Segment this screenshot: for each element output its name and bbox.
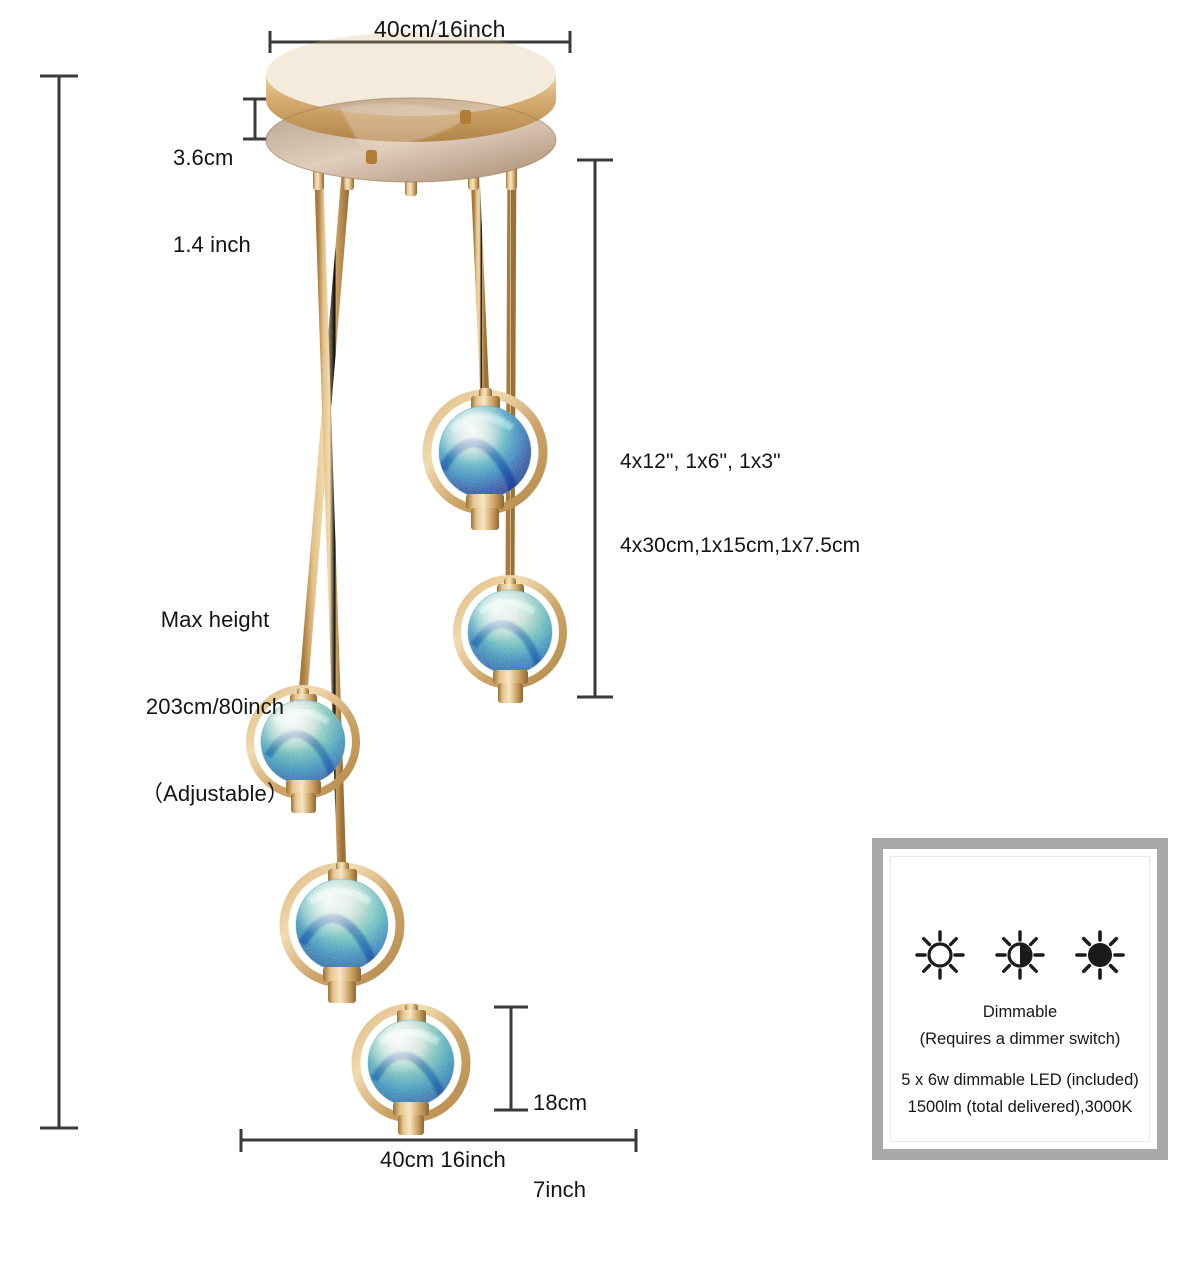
suspension-rods	[298, 149, 517, 1013]
pendant-4	[279, 862, 405, 1003]
globe-size-line-2: 7inch	[533, 1177, 587, 1203]
rod-lengths-line-1: 4x12", 1x6", 1x3"	[620, 450, 781, 474]
max-height-line-3: （Adjustable）	[141, 781, 289, 807]
dimmable-info-inner: Dimmable (Requires a dimmer switch) 5 x …	[890, 856, 1150, 1142]
ceiling-canopy	[265, 32, 557, 183]
label-rod-lengths: 4x12", 1x6", 1x3" 4x30cm,1x15cm,1x7.5cm	[620, 393, 860, 615]
max-height-line-1: Max height	[160, 607, 270, 633]
rod-lengths-line-2: 4x30cm,1x15cm,1x7.5cm	[620, 533, 861, 557]
label-bottom-width: 40cm 16inch	[380, 1147, 506, 1172]
label-canopy-height: 3.6cm 1.4 inch	[173, 85, 251, 317]
label-max-height: Max height 203cm/80inch （Adjustable）	[95, 547, 335, 866]
product-illustration	[40, 31, 638, 1152]
canopy-screws	[366, 110, 471, 164]
dimension-lines	[40, 31, 638, 1152]
sun-high-icon	[1074, 929, 1126, 981]
max-height-line-2: 203cm/80inch	[145, 694, 285, 720]
rod-1	[469, 149, 490, 401]
dimmable-text-block: Dimmable (Requires a dimmer switch) 5 x …	[901, 999, 1139, 1121]
dimmable-subtitle: (Requires a dimmer switch)	[919, 1029, 1121, 1048]
label-top-width: 40cm/16inch	[374, 16, 506, 42]
info-spacer	[901, 1052, 1139, 1067]
led-spec-line-2: 1500lm (total delivered),3000K	[907, 1098, 1133, 1117]
sun-low-icon	[914, 929, 966, 981]
rod-2	[505, 149, 517, 587]
pendant-5	[351, 1003, 471, 1135]
pendant-2	[453, 575, 567, 703]
canopy-height-line-2: 1.4 inch	[173, 232, 251, 258]
canopy-height-line-1: 3.6cm	[173, 145, 234, 171]
diagram-canvas: 40cm/16inch 3.6cm 1.4 inch 4x12", 1x6", …	[40, 16, 1168, 1202]
sun-medium-icon	[994, 929, 1046, 981]
pendant-3	[246, 685, 360, 813]
globe-size-line-1: 18cm	[533, 1090, 588, 1116]
led-spec-line-1: 5 x 6w dimmable LED (included)	[901, 1071, 1139, 1090]
dimmable-title: Dimmable	[982, 1003, 1058, 1021]
label-globe-size: 18cm 7inch	[533, 1030, 587, 1262]
canopy-rim	[266, 74, 556, 142]
dimmable-info-box: Dimmable (Requires a dimmer switch) 5 x …	[872, 838, 1168, 1160]
pendant-1	[422, 388, 548, 530]
dimmable-icon-row	[914, 929, 1126, 981]
